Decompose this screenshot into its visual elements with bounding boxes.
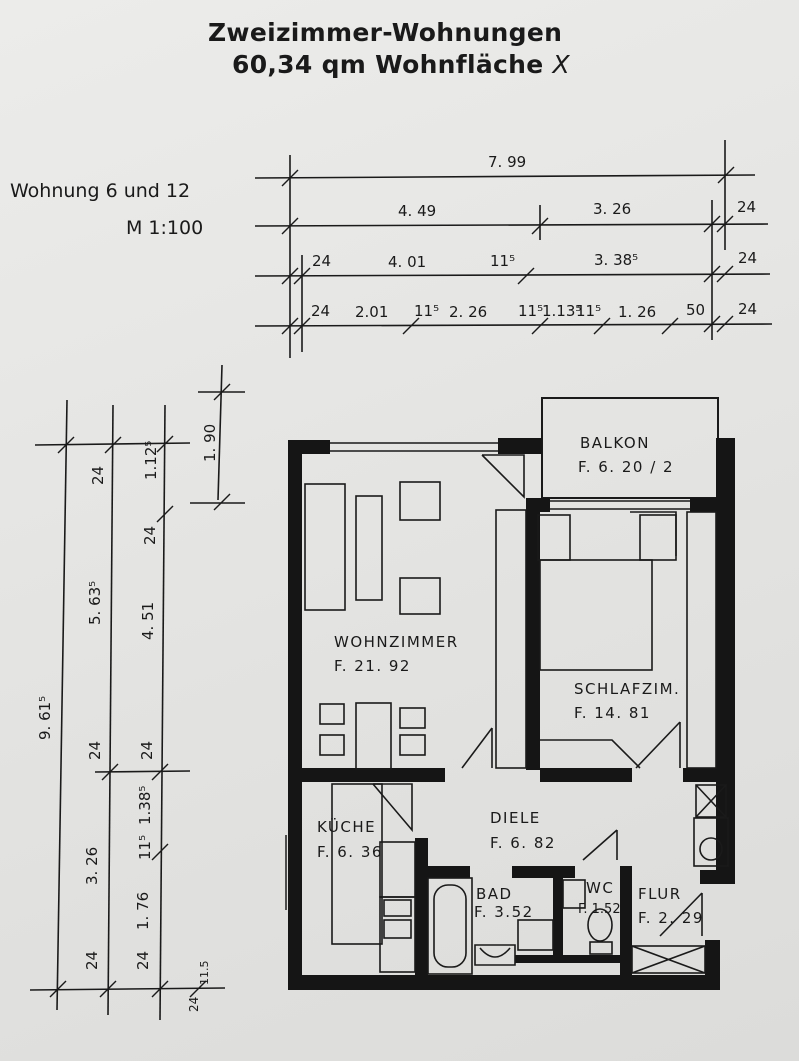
dim-label: 4. 01 [388, 253, 426, 271]
dim-label: 24 [738, 300, 757, 318]
room-area-kueche: F. 6. 36 [317, 843, 383, 861]
dim-label: 2. 26 [449, 303, 487, 321]
left-dimension-lines [29, 364, 245, 1021]
room-area-wohnzimmer: F. 21. 92 [334, 657, 411, 675]
dim-label: 24 [312, 252, 331, 270]
dim-label: 24 [86, 741, 104, 760]
dim-label: 24 [738, 249, 757, 267]
dim-label: 4. 49 [398, 202, 436, 220]
dim-label: 24 [134, 951, 152, 970]
dim-label: 11⁵ [414, 302, 439, 320]
room-name-schlafzimmer: SCHLAFZIM. [574, 680, 680, 698]
dim-label: 11⁵ [490, 252, 515, 270]
room-area-bad: F. 3.52 [474, 903, 534, 921]
dim-total-depth: 9. 61⁵ [36, 696, 54, 740]
dim-label: 24 [187, 997, 201, 1012]
dim-label: 24 [89, 466, 107, 485]
room-name-bad: BAD [476, 885, 513, 903]
dim-label: 24 [138, 741, 156, 760]
room-area-flur: F. 2. 29 [638, 909, 704, 927]
unit-label: Wohnung 6 und 12 [10, 180, 191, 202]
dim-total-width: 7. 99 [488, 153, 526, 171]
handwritten-mark: X [552, 50, 570, 79]
dim-label: 11⁵ [576, 302, 601, 320]
room-labels: BALKON F. 6. 20 / 2 WOHNZIMMER F. 21. 92… [317, 434, 704, 927]
dim-label: 1.12⁵ [142, 441, 160, 480]
dim-label: 11⁵ [518, 302, 543, 320]
dim-label: 3. 26 [83, 847, 101, 885]
dim-label: 3. 38⁵ [594, 251, 638, 269]
room-name-flur: FLUR [638, 885, 682, 903]
windows [285, 442, 690, 910]
room-name-kueche: KÜCHE [317, 817, 376, 836]
living-area: 60,34 qm Wohnfläche [232, 50, 544, 79]
dim-label: 1.38⁵ [136, 786, 154, 825]
furniture [304, 454, 729, 975]
left-dimension-labels: 9. 61⁵ 24 5. 63⁵ 24 3. 26 24 1.12⁵ 24 4.… [36, 424, 219, 1012]
dim-label: 24 [83, 951, 101, 970]
room-name-wohnzimmer: WOHNZIMMER [334, 633, 459, 651]
room-area-diele: F. 6. 82 [490, 834, 556, 852]
dim-label: 5. 63⁵ [86, 581, 104, 625]
room-name-balkon: BALKON [580, 434, 650, 452]
scale-label: M 1:100 [126, 217, 204, 239]
dim-label: 11⁵ [136, 835, 154, 860]
dim-label: 50 [686, 301, 705, 319]
plan-title: Zweizimmer-Wohnungen [208, 18, 563, 47]
dim-label: 1.13⁵ [542, 302, 581, 320]
room-name-wc: WC [586, 879, 614, 897]
dim-label: 3. 26 [593, 200, 631, 218]
room-area-balkon: F. 6. 20 / 2 [578, 458, 674, 476]
dim-label: 24 [311, 302, 330, 320]
dim-label: 1. 26 [618, 303, 656, 321]
plan-subtitle: 60,34 qm Wohnfläche X [232, 50, 570, 79]
top-dimension-lines [254, 140, 773, 358]
room-area-schlafzimmer: F. 14. 81 [574, 704, 651, 722]
dim-label: 4. 51 [139, 602, 157, 640]
room-name-diele: DIELE [490, 809, 541, 827]
room-area-wc: F. 1.52 [578, 902, 621, 917]
dim-label: 11.5 [198, 961, 211, 986]
dim-label: 1. 76 [134, 892, 152, 930]
dim-label: 2.01 [355, 303, 388, 321]
dim-label: 24 [737, 198, 756, 216]
dim-label: 1. 90 [201, 424, 219, 462]
top-dimension-labels: 7. 99 4. 49 3. 26 24 24 4. 01 11⁵ 3. 38⁵… [311, 153, 757, 321]
dim-label: 24 [141, 526, 159, 545]
walls [288, 438, 735, 990]
